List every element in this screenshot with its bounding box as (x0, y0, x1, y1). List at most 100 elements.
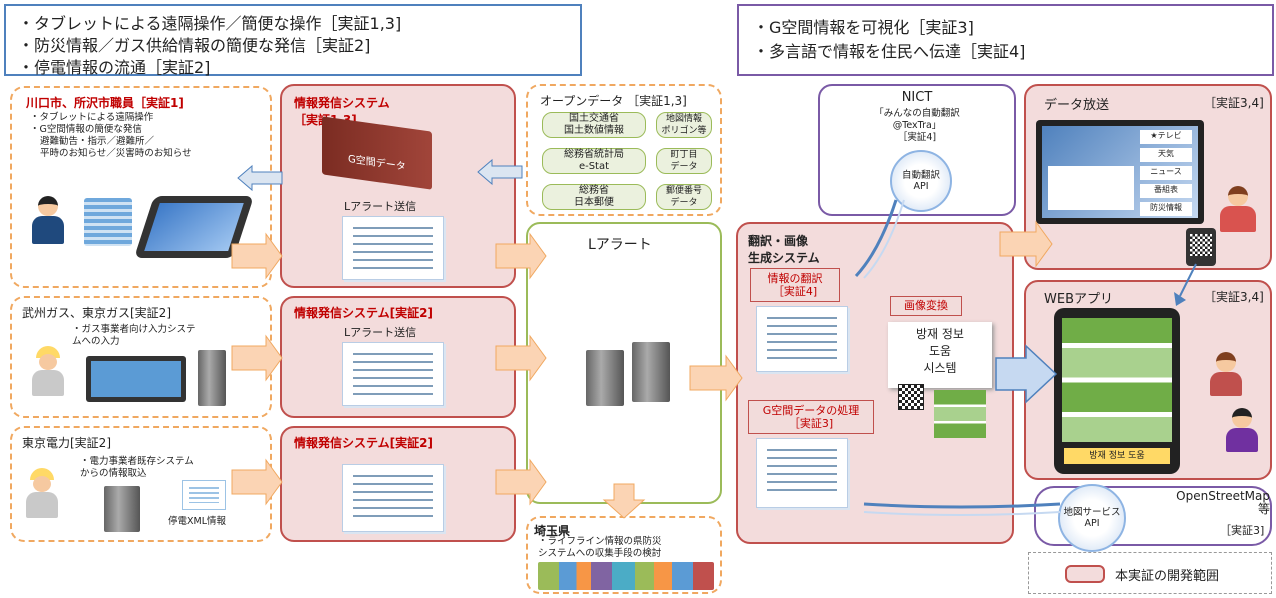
summary-line: ・G空間情報を可視化［実証3] (753, 18, 974, 37)
document-icon (756, 438, 848, 508)
open-data-item: 郵便番号 データ (656, 184, 712, 210)
tv-menu-item: 防災情報 (1140, 202, 1192, 216)
viewer-person-icon (1220, 186, 1256, 232)
nict-panel: NICT 「みんなの自動翻訳 @TexTra」 ［実証4] 自動翻訳 API (818, 84, 1016, 216)
panel-tag: ［実証3] (1220, 524, 1265, 537)
pill-text: 地図情報 ポリゴン等 (661, 114, 707, 136)
translation-system-panel: 翻訳・画像 生成システム 情報の翻訳 ［実証4] 画像変換 방재 정보 도움 시… (736, 222, 1014, 544)
pc-tower-icon (198, 350, 226, 406)
server-icon (104, 486, 140, 532)
panel-title: 情報発信システム[実証2] (294, 436, 433, 450)
open-data-source: 国土交通省 国土数値情報 (542, 112, 646, 138)
app-footer-label: 방재 정보 도움 (1064, 448, 1170, 464)
city-office-building-icon (84, 198, 132, 246)
document-icon (342, 342, 444, 406)
bushu-gas-panel: 武州ガス、東京ガス[実証2] ・ガス事業者向け入力システ ムへの入力 (10, 296, 272, 418)
translation-api-globe-icon: 自動翻訳 API (890, 150, 952, 212)
server-icon (586, 350, 624, 406)
tablet-map-icon: 방재 정보 도움 (1054, 308, 1180, 474)
web-app-panel: WEBアプリ ［実証3,4] 방재 정보 도움 (1024, 280, 1272, 480)
label-text: G空間データの処理 ［実証3] (762, 404, 860, 430)
pill-text: 総務省 日本郵便 (574, 185, 614, 208)
send-label: Lアラート送信 (344, 200, 417, 213)
xml-label: 停電XML情報 (168, 516, 226, 527)
panel-line: ・電力事業者既存システム (80, 456, 194, 467)
staff-person-icon (32, 196, 64, 244)
panel-line: @TexTra」 (892, 120, 942, 131)
panel-title: OpenStreetMap 等 (1176, 489, 1270, 516)
book-label: G空間データ (348, 153, 406, 174)
summary-line: ・防災情報／ガス供給情報の簡便な発信［実証2] (18, 36, 371, 55)
label-text: 画像変換 (904, 299, 948, 312)
power-worker-icon (26, 468, 58, 518)
document-icon (756, 306, 848, 372)
tv-menu-item: 番組表 (1140, 184, 1192, 198)
panel-line: ［実証4] (897, 132, 937, 143)
g-data-processing-label: G空間データの処理 ［実証3] (748, 400, 874, 434)
map-thumbnail-icon (934, 390, 986, 438)
pill-text: 町丁目 データ (670, 150, 698, 172)
panel-title: WEBアプリ (1044, 292, 1113, 307)
panel-title: オープンデータ ［実証1,3] (540, 94, 687, 108)
panel-tag: ［実証3,4] (1204, 96, 1264, 110)
api-label: 自動翻訳 API (901, 170, 940, 192)
osm-panel: OpenStreetMap 等 ［実証3] 地図サービス API (1034, 484, 1272, 552)
tepco-panel: 東京電力[実証2] ・電力事業者既存システム からの情報取込 停電XML情報 (10, 426, 272, 542)
tv-menu-item: ニュース (1140, 166, 1192, 180)
image-conversion-label: 画像変換 (890, 296, 962, 316)
korean-image-card: 방재 정보 도움 시스템 (888, 322, 992, 388)
panel-line: からの情報取込 (80, 468, 147, 479)
info-system-2: 情報発信システム[実証2] Lアラート送信 (280, 296, 516, 418)
g-data-book-icon: G空間データ (322, 116, 432, 190)
map-api-globe-icon: 地図サービス API (1058, 484, 1126, 552)
panel-line: 「みんなの自動翻訳 (874, 108, 960, 119)
panel-line: 平時のお知らせ／災害時のお知らせ (40, 148, 192, 159)
panel-title: 東京電力[実証2] (22, 436, 111, 450)
panel-title: 翻訳・画像 生成システム (748, 234, 820, 265)
summary-line: ・多言語で情報を住民へ伝達［実証4] (753, 42, 1026, 61)
summary-box-right: ・G空間情報を可視化［実証3] ・多言語で情報を住民へ伝達［実証4] (737, 4, 1274, 76)
label-text: 情報の翻訳 ［実証4] (767, 272, 823, 298)
pill-text: 国土交通省 国土数値情報 (564, 113, 624, 136)
panel-tag: ［実証3,4] (1204, 290, 1264, 304)
panel-title: データ放送 (1044, 98, 1110, 113)
tv-menu-item: 天気 (1140, 148, 1192, 162)
tv-menu-item: ★テレビ (1140, 130, 1192, 144)
open-data-panel: オープンデータ ［実証1,3] 国土交通省 国土数値情報 地図情報 ポリゴン等 … (526, 84, 722, 216)
legend: 本実証の開発範囲 (1028, 552, 1272, 594)
panel-title: Lアラート (588, 237, 652, 253)
lalert-panel: Lアラート (526, 222, 722, 504)
pill-text: 郵便番号 データ (665, 186, 702, 208)
tablet-icon (133, 196, 255, 258)
panel-line: ・ライフライン情報の県防災 (538, 536, 662, 547)
document-icon (342, 216, 444, 280)
resident-person-icon (1226, 408, 1258, 452)
panel-title: 情報発信システム[実証2] (294, 306, 433, 320)
summary-line: ・停電情報の流通［実証2] (18, 58, 211, 77)
summary-line: ・タブレットによる遠隔操作／簡便な操作［実証1,3] (18, 14, 402, 33)
open-data-source: 総務省統計局 e-Stat (542, 148, 646, 174)
legend-label: 本実証の開発範囲 (1115, 569, 1220, 584)
summary-box-left: ・タブレットによる遠隔操作／簡便な操作［実証1,3] ・防災情報／ガス供給情報の… (4, 4, 582, 77)
send-label: Lアラート送信 (344, 326, 417, 339)
panel-line: ・ガス事業者向け入力システ (72, 324, 196, 335)
xml-doc-icon (182, 480, 226, 510)
open-data-source: 総務省 日本郵便 (542, 184, 646, 210)
panel-title: 川口市、所沢市職員［実証1] (26, 96, 184, 110)
city-skyline-icon (538, 562, 714, 590)
panel-line: ムへの入力 (72, 336, 120, 347)
panel-title: 埼玉県 (534, 524, 571, 538)
translate-label: 情報の翻訳 ［実証4] (750, 268, 840, 302)
info-system-1: 情報発信システム ［実証1,3] G空間データ Lアラート送信 (280, 84, 516, 288)
panel-line: システムへの収集手段の検討 (538, 548, 662, 559)
data-broadcast-panel: データ放送 ［実証3,4] ★テレビ 天気 ニュース 番組表 防災情報 (1024, 84, 1272, 270)
api-label: 地図サービス API (1063, 507, 1121, 529)
panel-line: 避難勧告・指示／避難所／ (40, 136, 155, 147)
pc-monitor-icon (86, 356, 186, 402)
qr-code-icon (898, 384, 924, 410)
open-data-item: 地図情報 ポリゴン等 (656, 112, 712, 138)
kawaguchi-panel: 川口市、所沢市職員［実証1] ・タブレットによる遠隔操作 ・G空間情報の簡便な発… (10, 86, 272, 288)
resident-person-icon (1210, 352, 1242, 396)
panel-title: NICT (901, 90, 933, 105)
panel-line: ・タブレットによる遠隔操作 (30, 112, 154, 123)
